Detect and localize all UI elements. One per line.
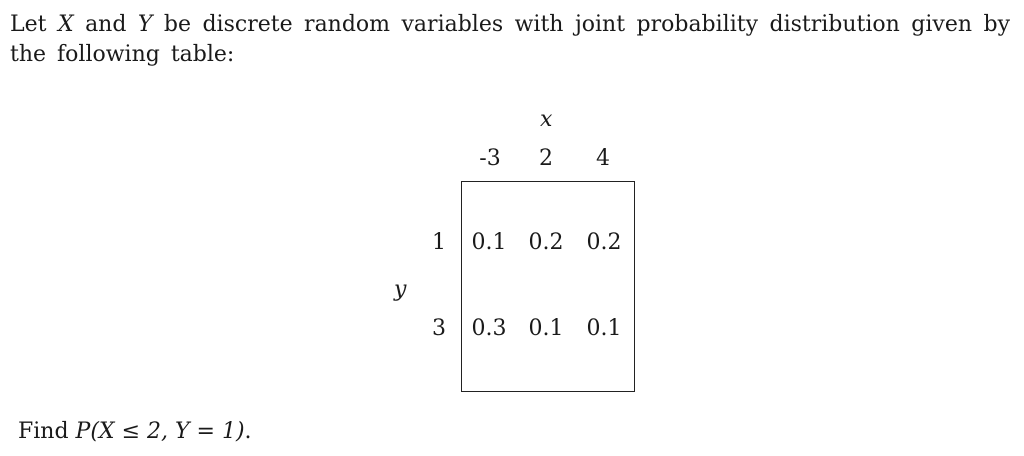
- y-axis-label: y: [394, 277, 407, 302]
- x-axis-label: x: [540, 107, 553, 132]
- table-cell: 0.1: [528, 316, 564, 341]
- intro-text: and: [73, 12, 138, 37]
- table-cell: 0.1: [586, 316, 622, 341]
- table-cell: 0.3: [471, 316, 507, 341]
- question-text: .: [244, 419, 252, 444]
- intro-text: Let: [10, 12, 58, 37]
- table-cell: 0.2: [586, 230, 622, 255]
- table-cell: 0.2: [528, 230, 564, 255]
- var-y: Y: [137, 12, 153, 37]
- col-header: 4: [596, 146, 610, 171]
- table-cell: 0.1: [471, 230, 507, 255]
- var-x: X: [57, 12, 74, 37]
- row-header: 1: [432, 230, 446, 255]
- question-expression: P(X ≤ 2, Y = 1): [75, 419, 245, 444]
- col-header: -3: [479, 146, 501, 171]
- question-text: Find: [18, 419, 76, 444]
- table-box: [461, 181, 635, 392]
- question: Find P(X ≤ 2, Y = 1).: [18, 419, 252, 444]
- col-header: 2: [539, 146, 553, 171]
- problem-intro: Let X and Y be discrete random variables…: [10, 10, 1010, 70]
- intro-text: be discrete random variables with joint …: [10, 12, 1010, 67]
- row-header: 3: [432, 316, 446, 341]
